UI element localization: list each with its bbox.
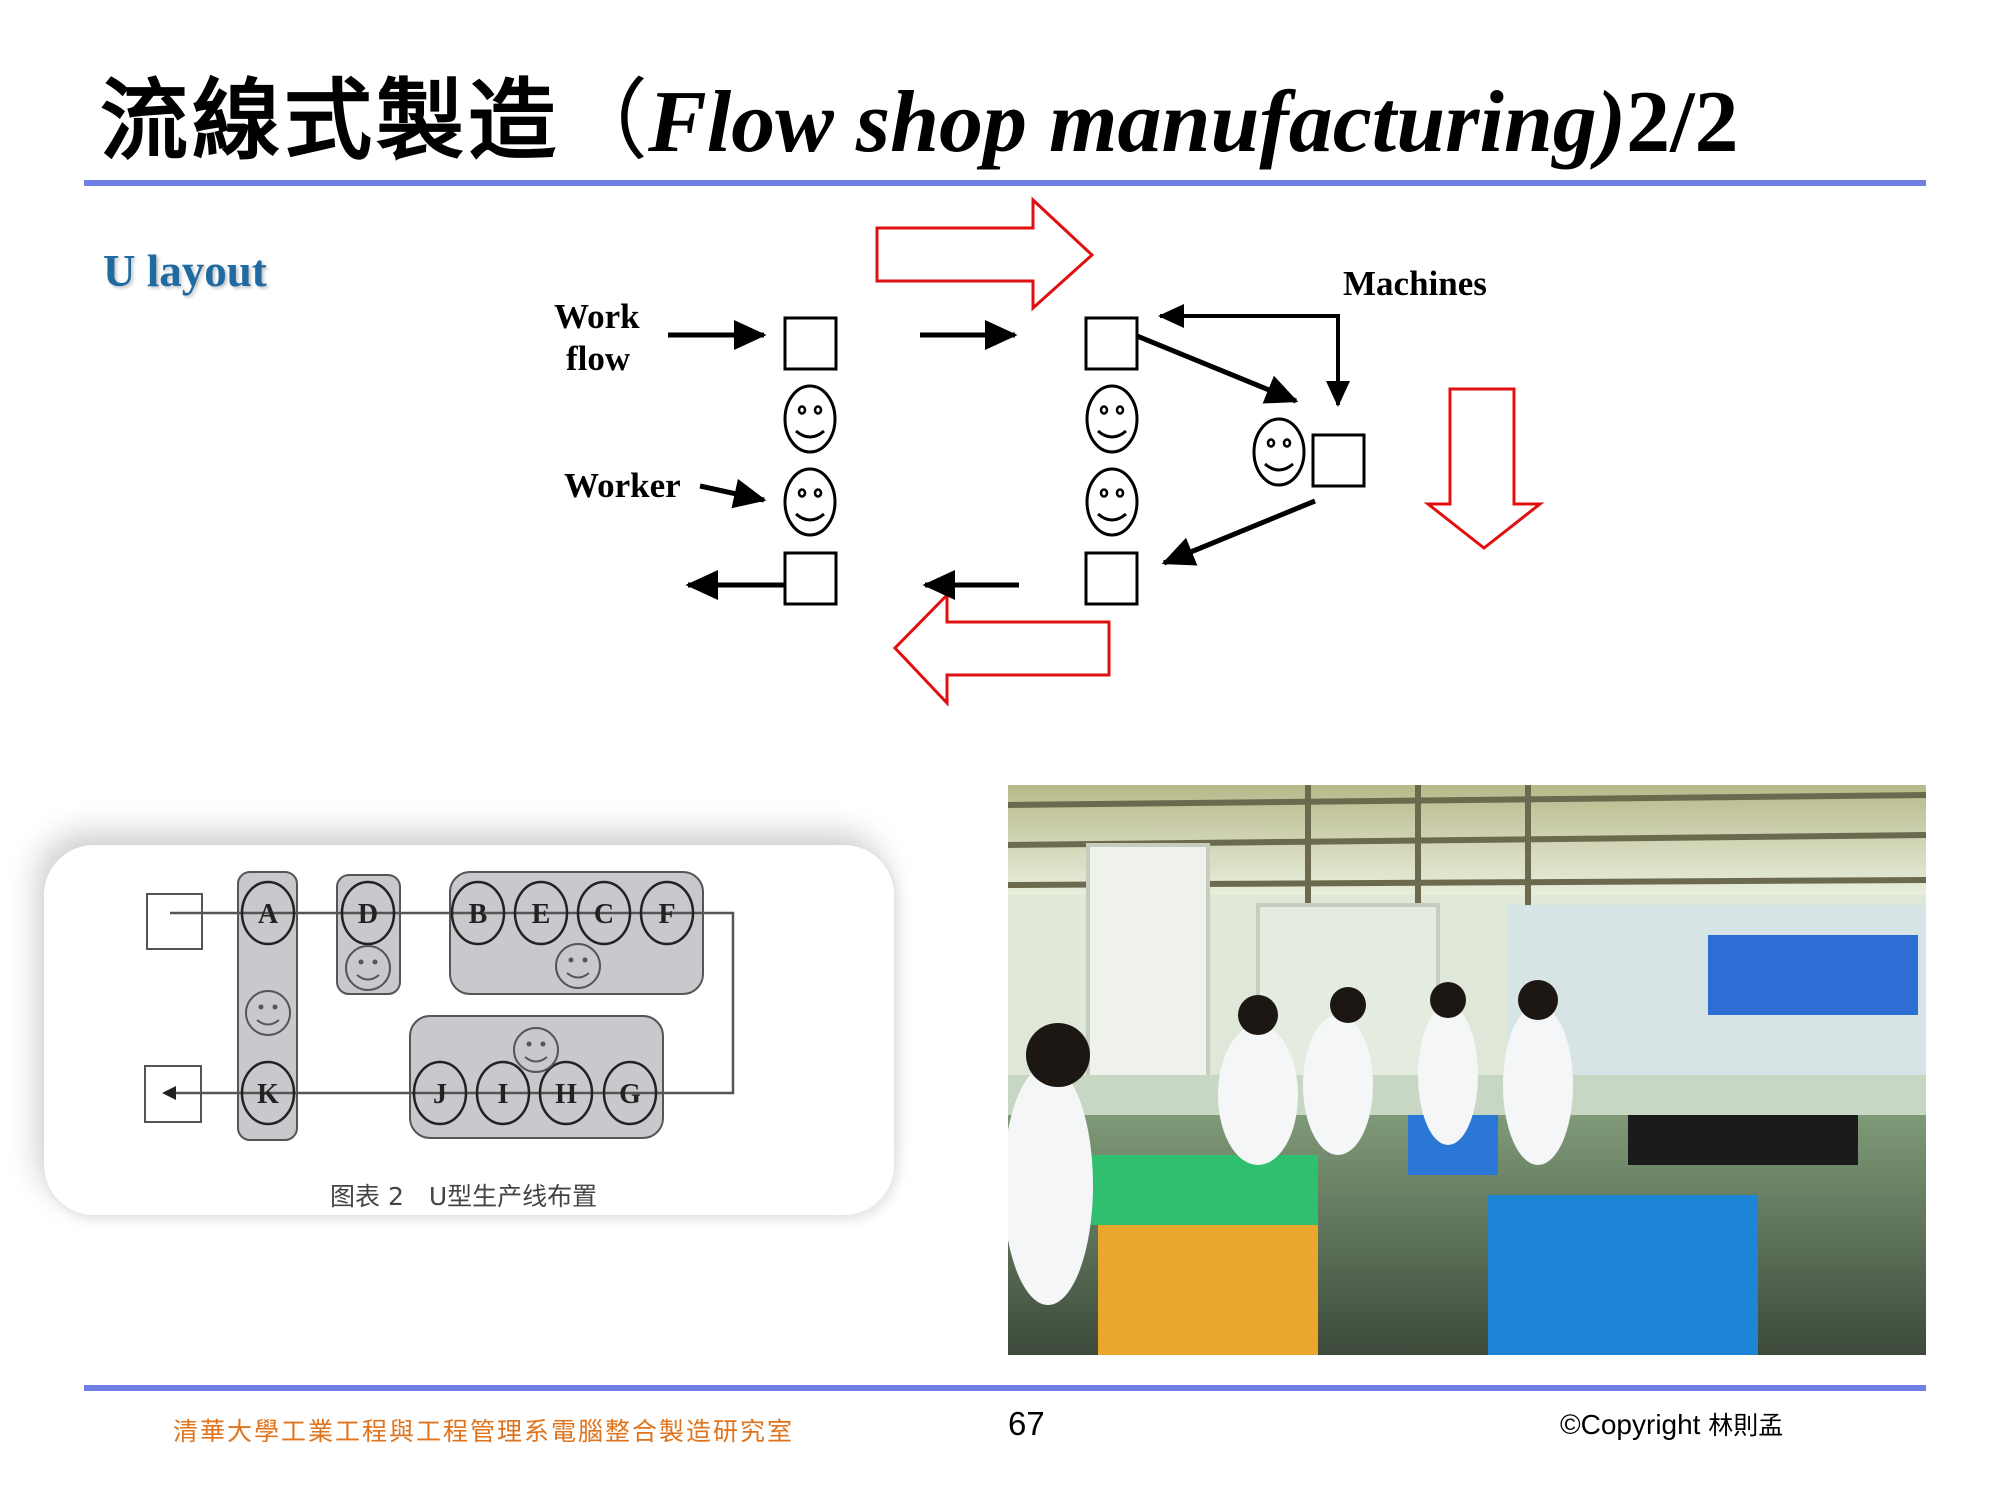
station-circle-J [412, 1060, 468, 1126]
station-circle-D [340, 880, 396, 946]
station-label-D: D [358, 899, 378, 930]
station-label-F: F [658, 899, 675, 930]
worker-pointer-arrow [699, 478, 767, 509]
worker-icon [245, 990, 291, 1036]
station-label-B: B [469, 899, 488, 930]
u-flow-arrowhead-icon [162, 1086, 176, 1100]
footer-rule [84, 1385, 1926, 1391]
station-group-BECF [449, 871, 704, 995]
photo-worker-heads [1026, 980, 1558, 1087]
slide-title-cjk: 流線式製造 [100, 69, 561, 172]
page-number: 67 [1008, 1405, 1045, 1442]
station-label-I: I [498, 1079, 509, 1110]
photo-blue-panels [1708, 935, 1918, 1015]
work-flow-label-line2: flow [566, 339, 631, 378]
slide-title-en: Flow shop manufacturing) [648, 74, 1627, 171]
worker-icon [1085, 384, 1139, 454]
footer-organization: 清華大學工業工程與工程管理系電腦整合製造研究室 [173, 1417, 795, 1446]
worker-icon [783, 384, 837, 454]
station-group-D [336, 874, 401, 995]
machine-icon [783, 316, 838, 371]
slide-title: 流線式製造（Flow shop manufacturing)2/2 [100, 50, 1739, 177]
input-buffer-icon [146, 893, 203, 950]
station-circle-B [450, 880, 506, 946]
station-group-JIHG [409, 1015, 664, 1139]
station-circle-H [538, 1060, 594, 1126]
worker-icon [555, 943, 601, 989]
photo-yellow-box [1098, 1225, 1318, 1355]
worker-label: Worker [564, 466, 681, 505]
machines-label: Machines [1343, 264, 1487, 303]
footer-copyright: ©Copyright 林則孟 [1560, 1406, 1783, 1442]
station-label-K: K [257, 1079, 279, 1110]
photo-blue-bin [1488, 1195, 1758, 1355]
u-line-figure: A D B E C F K J I H G [144, 871, 735, 1141]
slide-title-page-fraction: 2/2 [1626, 74, 1739, 171]
figure-caption: 图表 2 U型生产线布置 [330, 1182, 598, 1211]
station-circle-A [240, 880, 296, 946]
u-layout-schematic [668, 196, 1545, 707]
flow-arrow-left-icon [892, 591, 1111, 707]
section-subtitle: U layout [103, 246, 267, 296]
worker-icon [345, 945, 391, 991]
machine-icon [783, 551, 838, 606]
photo-black-parts [1628, 1115, 1858, 1165]
title-rule [84, 180, 1926, 186]
flow-arrow-right-icon [875, 196, 1095, 312]
photo-workers [1008, 1005, 1573, 1305]
copyright-name: 林則孟 [1708, 1411, 1784, 1440]
flow-arrow-diagonal-out [1161, 498, 1316, 566]
station-circle-E [513, 880, 569, 946]
photo-green-table [1068, 1155, 1318, 1225]
slide-title-paren: （ [560, 69, 649, 172]
work-flow-label: Work flow [554, 296, 640, 380]
flow-arrow-diagonal-in [1136, 333, 1299, 404]
worker-icon [1085, 467, 1139, 537]
worker-icon [783, 467, 837, 537]
worker-icon [513, 1027, 559, 1073]
worker-icon [1252, 417, 1306, 487]
station-circle-G [602, 1060, 658, 1126]
station-label-G: G [619, 1079, 641, 1110]
station-circle-C [576, 880, 632, 946]
station-label-C: C [594, 899, 614, 930]
factory-photo-illustration [1008, 785, 1926, 1355]
factory-photo [1008, 785, 1926, 1355]
copyright-prefix: ©Copyright [1560, 1409, 1701, 1440]
station-circle-F [639, 880, 695, 946]
work-flow-label-line1: Work [554, 297, 640, 336]
station-label-J: J [433, 1079, 447, 1110]
station-label-H: H [555, 1079, 577, 1110]
machine-icon [1311, 433, 1366, 488]
station-label-E: E [532, 899, 551, 930]
flow-arrow-down-icon [1423, 387, 1545, 550]
station-circle-K [240, 1060, 296, 1126]
machine-icon [1084, 551, 1139, 606]
machine-icon [1084, 316, 1139, 371]
station-circle-I [475, 1060, 531, 1126]
station-label-A: A [258, 899, 279, 930]
